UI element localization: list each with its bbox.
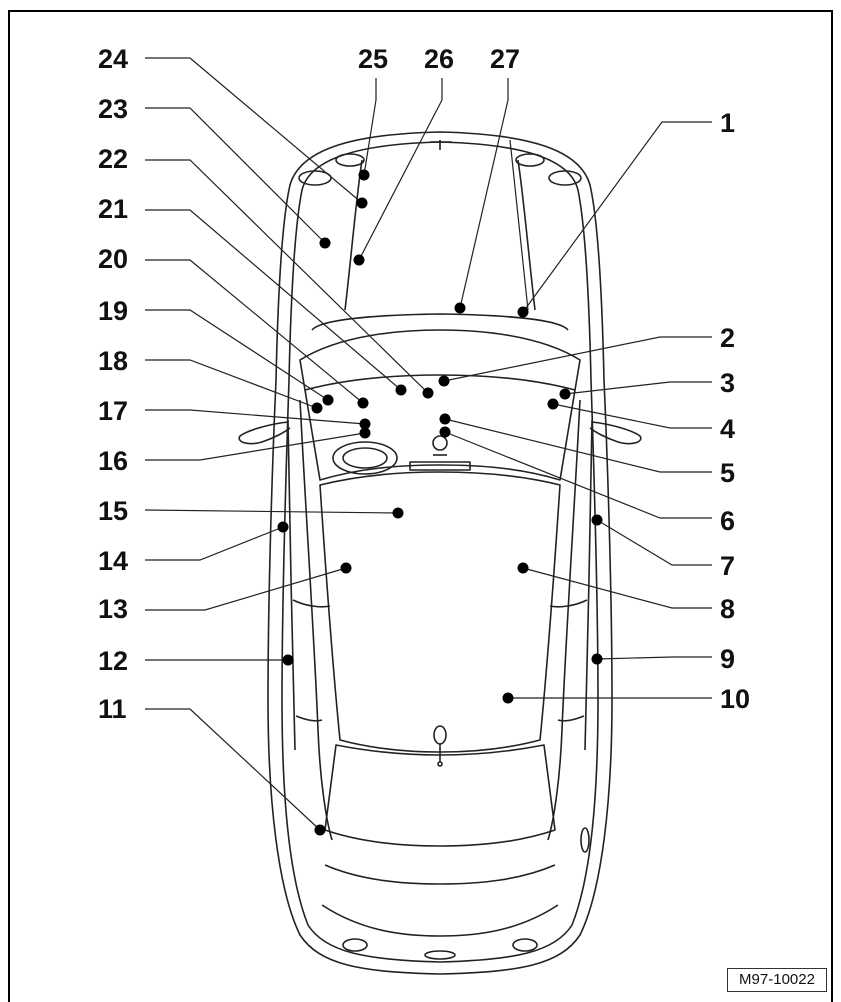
leader-line-4 (552, 403, 712, 429)
callout-5: 5 (720, 458, 735, 488)
marker-dot-13 (340, 562, 352, 574)
marker-dot-23 (319, 237, 331, 249)
marker-dot-20 (357, 397, 369, 409)
marker-dot-15 (392, 507, 404, 519)
callout-17: 17 (98, 396, 128, 426)
leader-line-15 (144, 509, 399, 514)
leader-line-14 (145, 526, 284, 561)
leader-line-24 (145, 57, 363, 204)
car-body-outline (238, 131, 642, 975)
callout-8: 8 (720, 594, 735, 624)
marker-dot-12 (282, 654, 294, 666)
callout-labels: 1 2 3 4 5 6 7 8 9 10 11 12 13 14 15 16 1… (98, 44, 750, 724)
leader-line-18 (145, 359, 318, 409)
leader-lines (144, 57, 712, 831)
callout-22: 22 (98, 144, 128, 174)
callout-24: 24 (98, 44, 128, 74)
marker-dot-24 (356, 197, 368, 209)
marker-dot-14 (277, 521, 289, 533)
leader-line-11 (145, 708, 321, 831)
marker-dot-6 (439, 426, 451, 438)
leader-line-3 (564, 381, 712, 395)
leader-line-27 (459, 78, 509, 309)
marker-dot-16 (359, 427, 371, 439)
marker-dot-10 (502, 692, 514, 704)
leader-line-19 (145, 309, 329, 401)
marker-dots (277, 169, 603, 836)
marker-dot-27 (454, 302, 466, 314)
marker-dot-18 (311, 402, 323, 414)
callout-21: 21 (98, 194, 128, 224)
callout-3: 3 (720, 368, 735, 398)
callout-27: 27 (490, 44, 520, 74)
callout-14: 14 (98, 546, 128, 576)
marker-dot-7 (591, 514, 603, 526)
leader-line-1-branch (509, 139, 529, 311)
leader-line-17 (145, 409, 366, 425)
callout-7: 7 (720, 551, 735, 581)
leader-line-22 (145, 159, 429, 394)
leader-line-23 (145, 107, 326, 244)
marker-dot-4 (547, 398, 559, 410)
callout-12: 12 (98, 646, 128, 676)
leader-line-2 (443, 336, 712, 382)
figure-reference-code: M97-10022 (727, 968, 827, 992)
callout-23: 23 (98, 94, 128, 124)
marker-dot-11 (314, 824, 326, 836)
callout-11: 11 (98, 694, 127, 724)
leader-line-20 (145, 259, 364, 404)
leader-line-6 (444, 431, 712, 519)
marker-dot-9 (591, 653, 603, 665)
marker-dot-25 (358, 169, 370, 181)
callout-25: 25 (358, 44, 388, 74)
callout-18: 18 (98, 346, 128, 376)
callout-19: 19 (98, 296, 128, 326)
callout-15: 15 (98, 496, 128, 526)
marker-dot-5 (439, 413, 451, 425)
callout-2: 2 (720, 323, 735, 353)
marker-dot-17 (359, 418, 371, 430)
leader-line-26 (358, 78, 443, 261)
marker-dot-2 (438, 375, 450, 387)
leader-line-21 (145, 209, 402, 391)
figure-frame (8, 10, 833, 1002)
callout-26: 26 (424, 44, 454, 74)
callout-6: 6 (720, 506, 735, 536)
callout-20: 20 (98, 244, 128, 274)
callout-1: 1 (720, 108, 735, 138)
leader-line-1 (522, 121, 712, 313)
leader-line-8 (522, 567, 712, 609)
leader-line-13 (145, 567, 347, 611)
marker-dot-22 (422, 387, 434, 399)
marker-dot-26 (353, 254, 365, 266)
marker-dot-21 (395, 384, 407, 396)
callout-4: 4 (720, 414, 735, 444)
marker-dot-3 (559, 388, 571, 400)
marker-dot-19 (322, 394, 334, 406)
marker-dot-1 (517, 306, 529, 318)
leader-line-25 (363, 78, 377, 176)
leader-line-9 (596, 656, 712, 660)
callout-9: 9 (720, 644, 735, 674)
leader-line-7 (596, 519, 712, 566)
marker-dot-8 (517, 562, 529, 574)
leader-line-5 (444, 418, 712, 473)
callout-16: 16 (98, 446, 128, 476)
callout-13: 13 (98, 594, 128, 624)
leader-line-16 (145, 432, 366, 461)
callout-10: 10 (720, 684, 750, 714)
